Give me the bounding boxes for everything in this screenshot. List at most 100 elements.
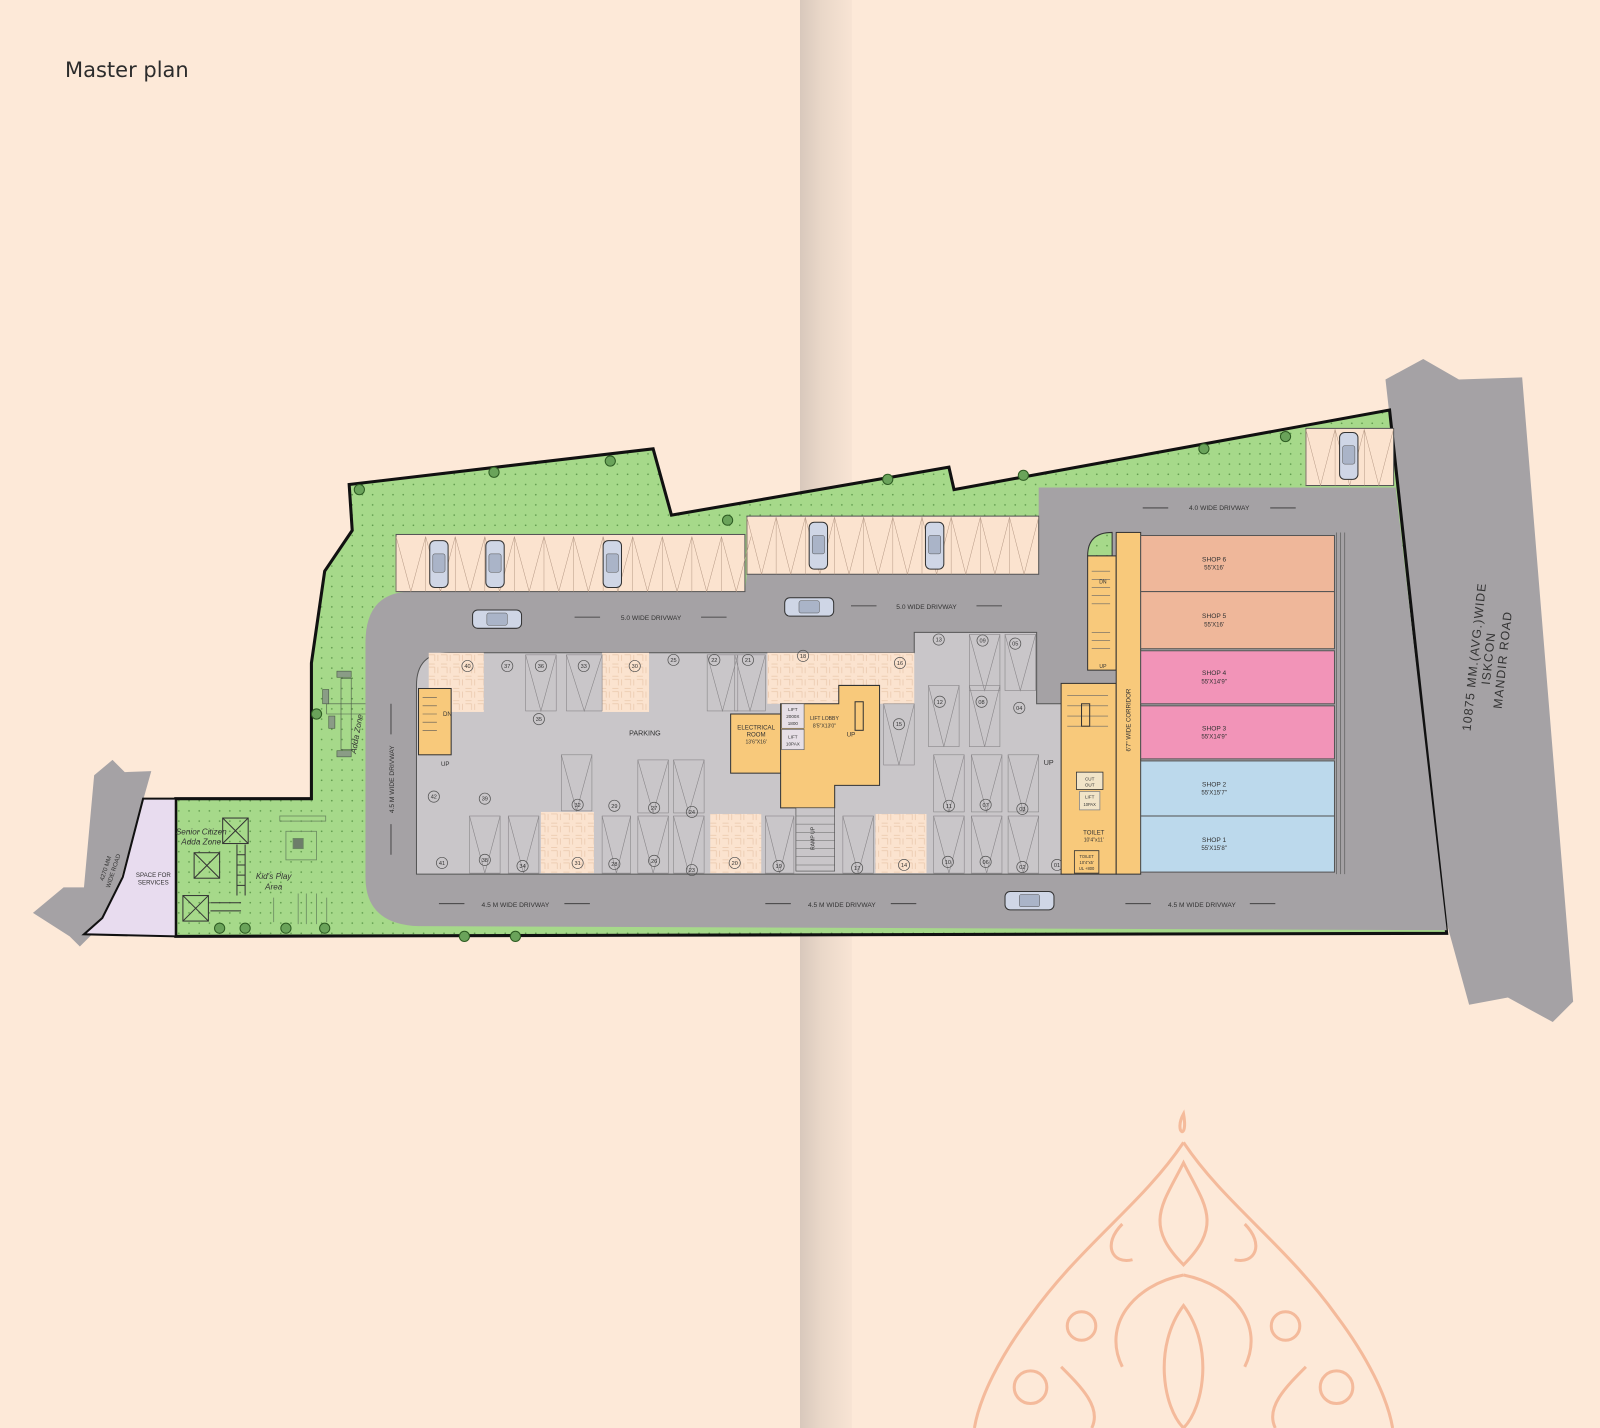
parking-slot-number: 15 bbox=[896, 722, 902, 728]
shop-size: 55'X14'9" bbox=[1201, 733, 1227, 740]
toilet-size: 10'4"x11' bbox=[1084, 838, 1104, 844]
parking-slot-number: 02 bbox=[1019, 865, 1025, 871]
parking-slot-number: 17 bbox=[854, 866, 860, 872]
parking-slot-number: 23 bbox=[689, 868, 695, 874]
right-stair-dn: DN bbox=[1099, 579, 1107, 585]
parking-slot-number: 25 bbox=[670, 658, 676, 664]
central-core bbox=[730, 684, 881, 872]
driveway-labels bbox=[390, 507, 1296, 905]
parking-slot-number: 24 bbox=[689, 810, 695, 816]
parking-slot: 28 bbox=[608, 857, 621, 870]
parking-slot: 07 bbox=[979, 798, 992, 811]
parking-slot: 05 bbox=[1009, 637, 1022, 650]
parking-slot-number: 41 bbox=[439, 861, 445, 867]
parking-slot: 09 bbox=[976, 634, 989, 647]
parking-slot: 36 bbox=[534, 660, 547, 673]
parking-slot: 13 bbox=[932, 633, 945, 646]
services-area bbox=[81, 797, 177, 938]
core-up-label: UP bbox=[847, 731, 855, 738]
lift1-size-2: 1800 bbox=[788, 721, 799, 726]
electrical-room-label-2: ROOM bbox=[747, 731, 766, 738]
lift1-size: 2000X bbox=[786, 714, 799, 719]
driveway-label-bottom-right: 4.5 M WIDE DRIVWAY bbox=[1168, 902, 1236, 909]
parking-slot: 31 bbox=[571, 856, 584, 869]
senior-citizen-gazebos bbox=[182, 817, 249, 922]
parking-slot-number: 31 bbox=[575, 861, 581, 867]
parking-slot-number: 01 bbox=[1054, 863, 1060, 869]
stair-up-label: UP bbox=[441, 761, 450, 768]
parking-slot-number: 40 bbox=[464, 664, 470, 670]
ramp-label: RAMP UP bbox=[810, 826, 816, 850]
parking-slot-number: 06 bbox=[983, 860, 989, 866]
shop-name: SHOP 3 bbox=[1202, 725, 1226, 732]
electrical-room-size: 13'6"X16' bbox=[745, 740, 766, 746]
side-road bbox=[32, 759, 152, 947]
shop-unit: SHOP 455'X14'9" bbox=[1140, 650, 1335, 705]
parking-slot-number: 05 bbox=[1012, 642, 1018, 648]
car-icon bbox=[808, 521, 829, 570]
shop-name: SHOP 5 bbox=[1202, 613, 1226, 620]
parking-slot-number: 28 bbox=[611, 862, 617, 868]
shop-lift-label: LIFT bbox=[1085, 795, 1095, 800]
car-icon bbox=[1004, 890, 1055, 911]
parking-slot-number: 33 bbox=[581, 664, 587, 670]
commercial-core bbox=[1060, 531, 1142, 875]
driveway-label-top-left: 5.0 WIDE DRIVWAY bbox=[621, 615, 682, 622]
parking-slot-number: 07 bbox=[983, 803, 989, 809]
parking-slot-number: 09 bbox=[979, 639, 985, 645]
shrub-icons bbox=[214, 430, 1292, 942]
parking-slot: 17 bbox=[851, 862, 864, 874]
page-title: Master plan bbox=[65, 58, 189, 82]
toilet2-level: UL +800 bbox=[1079, 866, 1095, 871]
parking-slot: 22 bbox=[708, 653, 721, 666]
lift-lobby-label: LIFT LOBBY bbox=[810, 716, 839, 722]
shop-size: 55'X16' bbox=[1204, 621, 1224, 628]
driveway-label-bottom-mid: 4.5 M WIDE DRIVWAY bbox=[808, 902, 876, 909]
kids-area-label: Kid's Play bbox=[256, 872, 292, 881]
parking-slot: 26 bbox=[648, 854, 661, 867]
paisley-ornament-icon bbox=[972, 1109, 1395, 1428]
parking-slot: 10 bbox=[941, 855, 954, 868]
shop-unit: SHOP 555'X16' bbox=[1140, 591, 1335, 650]
parking-slot-number: 37 bbox=[504, 664, 510, 670]
parking-slot-number: 26 bbox=[651, 859, 657, 865]
parking-slot-number: 13 bbox=[936, 638, 942, 644]
shop-name: SHOP 1 bbox=[1202, 837, 1226, 844]
toilet2-label: TOILET bbox=[1080, 854, 1095, 859]
parking-slot: 03 bbox=[1016, 802, 1029, 815]
cut-out-label-2: OUT bbox=[1085, 782, 1095, 787]
car-icon bbox=[602, 540, 623, 589]
open-parking-strip-left bbox=[395, 533, 746, 593]
parking-slot-number: 34 bbox=[519, 864, 525, 870]
driveway-label-bottom-left: 4.5 M WIDE DRIVWAY bbox=[482, 902, 550, 909]
parking-slot: 12 bbox=[933, 695, 946, 708]
shop-name: SHOP 4 bbox=[1202, 670, 1226, 677]
shop-size: 55'X16' bbox=[1204, 565, 1224, 572]
parking-slot: 24 bbox=[685, 805, 698, 818]
parking-slot-number: 04 bbox=[1016, 706, 1022, 712]
car-icon bbox=[472, 609, 523, 629]
car-icon bbox=[429, 540, 449, 589]
parking-slot: 19 bbox=[772, 860, 785, 872]
parking-slot-number: 18 bbox=[800, 654, 806, 660]
parking-slot-number: 16 bbox=[897, 661, 903, 667]
parking-slot: 29 bbox=[608, 799, 621, 812]
parking-slot: 25 bbox=[667, 653, 680, 666]
covered-bay-lines bbox=[469, 634, 1039, 875]
shop-unit: SHOP 255'X15'7" bbox=[1140, 760, 1335, 817]
parking-slot: 16 bbox=[893, 657, 906, 669]
parking-slot-number: 10 bbox=[945, 860, 951, 866]
parking-slot: 38 bbox=[478, 853, 491, 866]
parking-slot: 42 bbox=[427, 790, 440, 803]
shop-unit: SHOP 355'X14'9" bbox=[1140, 705, 1335, 760]
kids-play-equipment bbox=[273, 815, 328, 925]
parking-slot: 18 bbox=[797, 649, 810, 662]
parking-slot: 37 bbox=[501, 660, 514, 673]
electrical-room-label: ELECTRICAL bbox=[737, 724, 775, 731]
senior-zone-label: Senior Citizen bbox=[176, 827, 227, 836]
parking-slot: 34 bbox=[516, 860, 529, 872]
shop-unit: SHOP 155'X15'8" bbox=[1140, 815, 1335, 873]
parking-slot: 33 bbox=[577, 660, 590, 673]
parking-label: PARKING bbox=[629, 729, 661, 737]
parking-slot-number: 14 bbox=[901, 863, 907, 869]
